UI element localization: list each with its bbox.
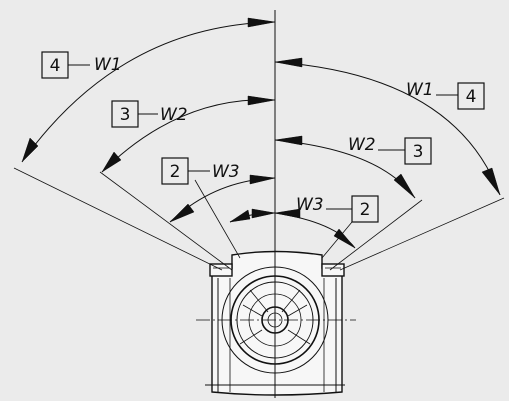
- right-lug: [321, 263, 345, 277]
- ref-number: 2: [170, 162, 181, 182]
- ref-box-3-right: [404, 137, 432, 165]
- extension-line-w2-right: [329, 199, 423, 271]
- angle-label: W3: [212, 162, 240, 182]
- ref-number: 2: [360, 200, 371, 220]
- arc-w3-right: [274, 212, 356, 249]
- angle-label: W2: [160, 105, 188, 125]
- arc-w1-left: [21, 21, 276, 163]
- extension-lines-right: [321, 197, 505, 271]
- label-w2-right: W2 3: [348, 135, 432, 165]
- arrow-w2-right-top: [274, 135, 303, 146]
- arrow-small-left-top: [251, 208, 276, 219]
- arrow-w1-left-end: [21, 137, 39, 163]
- ref-number: 4: [50, 56, 61, 76]
- arc-w2-right: [274, 139, 416, 199]
- part-body: [196, 250, 356, 396]
- ref-box-2-right: [351, 195, 379, 223]
- arrow-w3-left-end: [169, 203, 195, 223]
- arrow-w1-right-end: [481, 167, 501, 196]
- section-line: [239, 329, 263, 345]
- ref-box-3-left: [111, 100, 139, 128]
- extension-lines-left: [13, 167, 241, 271]
- section-line: [287, 329, 311, 345]
- extension-line-w3-left: [194, 179, 241, 259]
- arrow-w2-left-end: [101, 151, 122, 173]
- ref-box-2-left: [161, 157, 189, 185]
- arrow-w2-left-top: [247, 95, 276, 106]
- angle-label: W3: [296, 195, 324, 215]
- extension-line-w1-left: [13, 167, 223, 271]
- extension-line-w2-left: [99, 171, 233, 271]
- section-line: [287, 304, 308, 317]
- arrow-small-left-end: [229, 209, 251, 223]
- angle-label: W2: [348, 135, 376, 155]
- arrow-w1-right-top: [274, 57, 303, 68]
- ref-number: 4: [466, 87, 477, 107]
- label-w2-left: 3 W2: [111, 100, 188, 128]
- arrow-w3-right-top: [274, 208, 301, 219]
- arrow-w2-right-end: [393, 173, 416, 199]
- ref-box-4-left: [41, 51, 69, 79]
- arrow-w3-right-end: [333, 228, 356, 249]
- arrow-w3-left-top: [249, 174, 276, 185]
- section-line: [249, 289, 269, 313]
- ref-number: 3: [413, 142, 424, 162]
- label-w1-left: 4 W1: [41, 51, 122, 79]
- angle-label: W1: [94, 55, 122, 75]
- label-w3-right: W3 2: [296, 195, 379, 223]
- ref-box-4-right: [457, 82, 485, 110]
- ref-number: 3: [120, 105, 131, 125]
- extension-line-w3-right: [321, 221, 353, 259]
- angle-label: W1: [406, 80, 434, 100]
- extension-line-w1-right: [339, 197, 505, 271]
- label-w1-right: W1 4: [406, 80, 485, 110]
- arrowheads: [21, 17, 501, 249]
- arc-w1-right: [274, 61, 501, 196]
- arrow-w1-left-top: [247, 17, 276, 28]
- label-w3-left: 2 W3: [161, 157, 240, 185]
- section-line: [242, 304, 263, 317]
- section-line: [281, 289, 301, 313]
